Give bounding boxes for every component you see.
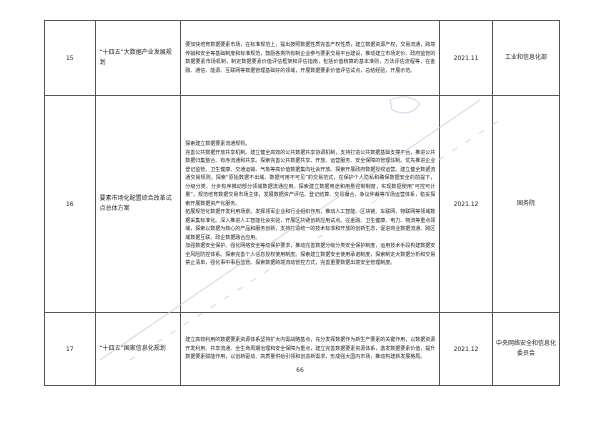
policy-content: 探索建立数据要素流通规则。 完善公共数据开放共享机制。建立健全高效的公共数据共享…: [180, 95, 441, 313]
table-row: 17 “十四五”国家信息化规划 建立高效利用的数据要素资源体系坚持扩大内需战略基…: [44, 312, 561, 386]
policy-title: 要素市场化配置综合改革试点总体方案: [94, 95, 182, 313]
content-paragraph: 完善公共数据开放共享机制。建立健全高效的公共数据共享协调机制，支持打造公共数据基…: [185, 149, 436, 207]
row-number: 15: [44, 20, 96, 96]
content-paragraph: 探索建立数据要素流通规则。: [185, 141, 251, 148]
issue-date: 2021.11: [439, 20, 493, 96]
page-number: 66: [296, 367, 304, 374]
content-paragraph: 拓展规范化数据开发利用场景。发挥领军企业和行业组织作用，推动人工智能、区块链、车…: [185, 209, 436, 241]
table-row: 16 要素市场化配置综合改革试点总体方案 探索建立数据要素流通规则。 完善公共数…: [44, 95, 561, 313]
issuing-department: 国务院: [491, 95, 561, 313]
policy-title: “十四五”大数据产业发展规划: [94, 20, 182, 96]
content-paragraph: 建立高效利用的数据要素资源体系坚持扩大内需战略基点，充分发挥数据作为新生产要素的…: [185, 337, 436, 361]
row-number: 17: [44, 312, 96, 386]
issue-date: 2021.12: [439, 312, 493, 386]
table-row: 15 “十四五”大数据产业发展规划 要加快培育数据要素市场，在标准规范上，提出按…: [44, 20, 561, 96]
issuing-department: 中央网络安全和信息化委员会: [491, 312, 561, 386]
issue-date: 2021.12: [439, 95, 493, 313]
content-paragraph: 加强数据安全保护。强化网络安全等级保护要求，推动完善数据分级分类安全保护制度，运…: [185, 243, 436, 267]
issuing-department: 工业和信息化部: [491, 20, 561, 96]
policy-content: 建立高效利用的数据要素资源体系坚持扩大内需战略基点，充分发挥数据作为新生产要素的…: [180, 312, 441, 386]
row-number: 16: [44, 95, 96, 313]
policy-table: 15 “十四五”大数据产业发展规划 要加快培育数据要素市场，在标准规范上，提出按…: [44, 20, 561, 386]
policy-title: “十四五”国家信息化规划: [94, 312, 182, 386]
policy-content: 要加快培育数据要素市场，在标准规范上，提出按照数据性质完善产权性质，建立数据资源…: [180, 20, 441, 96]
content-paragraph: 要加快培育数据要素市场，在标准规范上，提出按照数据性质完善产权性质，建立数据资源…: [185, 42, 436, 74]
